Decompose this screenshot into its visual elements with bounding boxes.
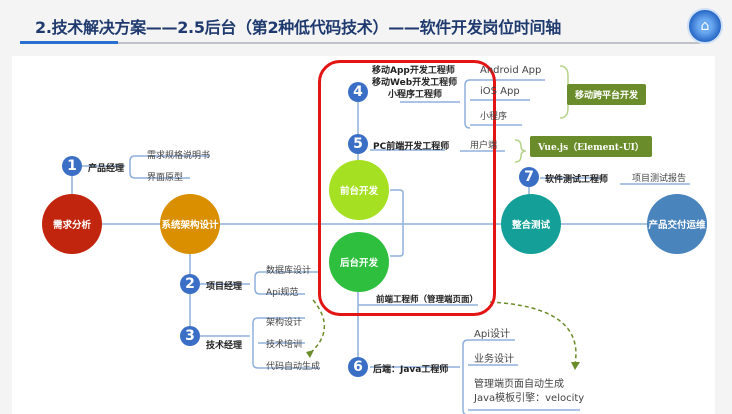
leaf-item: Api规范	[266, 288, 299, 298]
role-product-manager: 产品经理	[88, 164, 125, 174]
leaf-item: 架构设计	[266, 318, 303, 328]
title-underline	[20, 42, 700, 44]
leaf-item: Java模板引擎：velocity	[474, 393, 585, 404]
stage-frontend-dev: 前台开发	[329, 160, 389, 220]
step-badge-7: 7	[519, 167, 539, 187]
role-project-manager: 项目经理	[206, 282, 243, 292]
leaf-item: 代码自动生成	[266, 362, 321, 372]
leaf-item: 管理端页面自动生成	[474, 379, 564, 390]
home-icon: ⌂	[687, 8, 723, 44]
tag-vuejs: Vue.js（Element-UI）	[530, 136, 652, 157]
leaf-item: Android App	[480, 65, 542, 76]
leaf-item: Api设计	[474, 329, 510, 340]
step-badge-3: 3	[180, 326, 200, 346]
role-admin-frontend-engineer: 前端工程师（管理端页面）	[376, 295, 479, 305]
role-pc-frontend-engineer: PC前端开发工程师	[373, 142, 450, 152]
role-mobile-web-engineer: 移动Web开发工程师	[372, 78, 458, 88]
role-java-backend-engineer: 后端：Java工程师	[373, 365, 449, 375]
stage-integration-test: 整合测试	[501, 194, 561, 254]
leaf-item: 项目测试报告	[632, 174, 687, 184]
leaf-item: 数据库设计	[266, 266, 312, 276]
role-mobile-app-engineer: 移动App开发工程师	[372, 66, 455, 76]
step-badge-4: 4	[348, 82, 368, 102]
leaf-item: 需求规格说明书	[147, 151, 211, 161]
leaf-item: 业务设计	[474, 354, 514, 365]
leaf-item: 技术培训	[266, 340, 303, 350]
role-tech-manager: 技术经理	[206, 341, 243, 351]
leaf-item: 小程序	[480, 112, 508, 122]
step-badge-2: 2	[180, 274, 200, 294]
highlight-frame	[318, 60, 496, 316]
leaf-item: 界面原型	[147, 173, 184, 183]
stage-system-architecture: 系统架构设计	[160, 194, 220, 254]
leaf-item: iOS App	[480, 86, 520, 97]
page-title: 2.技术解决方案——2.5后台（第2种低代码技术）——软件开发岗位时间轴	[35, 18, 561, 37]
stage-backend-dev: 后台开发	[329, 232, 389, 292]
stage-delivery-ops: 产品交付运维	[647, 194, 707, 254]
stage-requirements-analysis: 需求分析	[42, 194, 102, 254]
leaf-item: 用户端	[470, 141, 498, 151]
title-underline-accent	[20, 41, 118, 44]
step-badge-6: 6	[348, 357, 368, 377]
role-test-engineer: 软件测试工程师	[545, 175, 609, 185]
role-miniprogram-engineer: 小程序工程师	[388, 90, 443, 100]
step-badge-1: 1	[62, 156, 82, 176]
tag-cross-platform: 移动跨平台开发	[567, 84, 647, 105]
step-badge-5: 5	[348, 134, 368, 154]
